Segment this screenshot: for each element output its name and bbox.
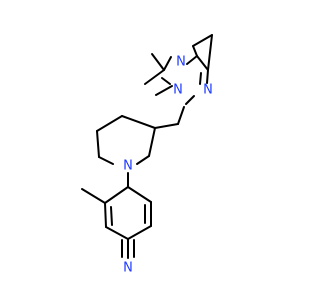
bond: [104, 202, 107, 228]
bond: [163, 56, 172, 71]
bond: [110, 206, 113, 226]
bond: [127, 225, 152, 240]
bond: [192, 45, 198, 57]
bond: [96, 115, 123, 132]
bond: [148, 127, 156, 157]
bond: [81, 188, 106, 204]
bond: [105, 226, 129, 240]
bond: [185, 95, 195, 105]
bond: [151, 53, 165, 71]
atom-label-piperidine-n: N: [123, 159, 133, 174]
structure-diagram: N N N N N: [81, 34, 213, 276]
atom-label-layer: N N N N N: [123, 55, 213, 276]
bond: [207, 34, 213, 71]
molecule-canvas: N N N N N: [81, 34, 213, 276]
bond: [96, 130, 100, 158]
atom-label-triazole-n2: N: [203, 83, 213, 98]
bond: [177, 106, 185, 125]
bond: [98, 156, 114, 165]
bond-layer: [81, 34, 213, 259]
bond: [144, 69, 165, 85]
bond: [192, 34, 213, 47]
atom-label-nitrile-n: N: [123, 261, 133, 276]
bond: [196, 55, 209, 71]
atom-label-triazole-n4: N: [176, 55, 186, 70]
bond: [104, 186, 129, 204]
bond: [161, 77, 171, 85]
bond: [121, 115, 156, 129]
atom-label-triazole-n1: N: [173, 83, 183, 98]
bond: [127, 186, 152, 203]
bond: [206, 69, 209, 84]
bond: [199, 72, 202, 85]
bond: [186, 55, 198, 65]
bond: [136, 155, 150, 165]
bond: [154, 123, 179, 129]
bond: [155, 85, 173, 96]
